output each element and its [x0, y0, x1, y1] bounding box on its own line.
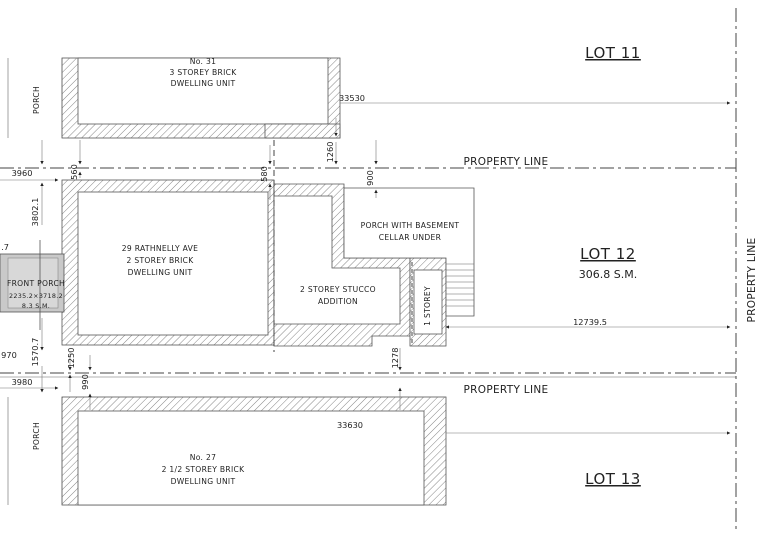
- rear-porch-label-1: PORCH WITH BASEMENT: [361, 221, 460, 230]
- porch-bottom: [7, 397, 63, 505]
- front-porch-dims: 2235.2×3718.2: [9, 292, 63, 300]
- lot-12-area: 306.8 S.M.: [579, 268, 637, 281]
- porch-top-label: PORCH: [32, 86, 41, 114]
- property-line-top-label: PROPERTY LINE: [464, 156, 549, 168]
- dim-3802: 3802.1: [30, 198, 40, 227]
- dim-1260: 1260: [325, 142, 335, 163]
- main-building-29-rathnelly: [61, 179, 275, 346]
- dim-7: .7: [1, 242, 9, 252]
- no27-label-1: No. 27: [190, 453, 216, 462]
- no31-label-2: 3 STOREY BRICK: [169, 68, 237, 77]
- addition-label-2: ADDITION: [318, 297, 358, 306]
- no27-label-2: 2 1/2 STOREY BRICK: [162, 465, 246, 474]
- lot-12-label: LOT 12: [580, 245, 636, 263]
- main-label-2: 2 STOREY BRICK: [126, 256, 194, 265]
- main-label-3: DWELLING UNIT: [128, 268, 193, 277]
- rear-porch-label-2: CELLAR UNDER: [379, 233, 442, 242]
- no27-label-3: DWELLING UNIT: [171, 477, 236, 486]
- porch-bottom-label: PORCH: [32, 422, 41, 450]
- front-porch-label: FRONT PORCH: [7, 279, 65, 288]
- dim-1278: 1278: [390, 348, 400, 369]
- dim-12739: 12739.5: [573, 317, 607, 327]
- dim-580: 580: [259, 166, 269, 182]
- dim-33530: 33530: [339, 93, 365, 103]
- property-line-bottom-label: PROPERTY LINE: [464, 384, 549, 396]
- dim-900: 900: [365, 170, 375, 186]
- lot-11-label: LOT 11: [585, 44, 641, 62]
- main-label-1: 29 RATHNELLY AVE: [122, 244, 198, 253]
- porch-top: PORCH: [7, 58, 63, 138]
- front-porch-area: 8.3 S.M.: [22, 302, 50, 310]
- one-storey-label: 1 STOREY: [423, 286, 432, 326]
- property-line-bottom: [0, 372, 736, 378]
- front-porch: [0, 240, 65, 330]
- neighbour-building-no31: [61, 57, 341, 139]
- dim-33630: 33630: [337, 420, 363, 430]
- neighbour-building-no27: [61, 396, 447, 506]
- dim-1250: 1250: [66, 348, 76, 369]
- no31-label-3: DWELLING UNIT: [171, 79, 236, 88]
- no31-label-1: No. 31: [190, 57, 216, 66]
- dim-990: 990: [80, 374, 90, 390]
- rear-porch: [343, 187, 475, 317]
- addition-label-1: 2 STOREY STUCCO: [300, 285, 376, 294]
- dim-560: 560: [69, 164, 79, 180]
- dim-3980: 3980: [12, 377, 33, 387]
- dim-3960: 3960: [12, 168, 33, 178]
- rear-porch-stairs: [446, 263, 474, 307]
- property-line-right-label: PROPERTY LINE: [746, 238, 758, 323]
- lot-13-label: LOT 13: [585, 470, 641, 488]
- dimension-lines: [0, 101, 731, 435]
- dim-1570: 1570.7: [30, 338, 40, 367]
- dim-970: 970: [1, 350, 17, 360]
- one-storey-section: [409, 257, 447, 347]
